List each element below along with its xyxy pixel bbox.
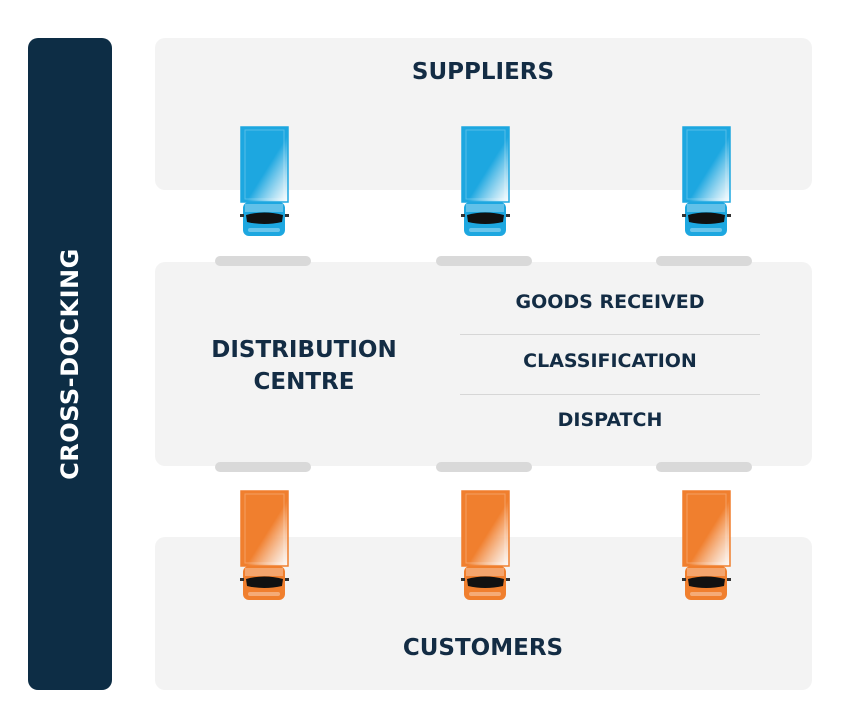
customer-truck-icon	[461, 490, 511, 602]
customer-truck-icon	[240, 490, 290, 602]
cross-docking-label: CROSS-DOCKING	[56, 248, 84, 480]
customers-title: CUSTOMERS	[402, 635, 564, 661]
loading-dock	[656, 462, 752, 472]
cross-docking-banner: CROSS-DOCKING	[28, 38, 112, 690]
suppliers-title: SUPPLIERS	[411, 59, 555, 85]
distribution-title-line2: CENTRE	[253, 369, 355, 395]
supplier-truck-icon	[240, 126, 290, 238]
distribution-centre-title: DISTRIBUTION CENTRE	[211, 334, 396, 398]
loading-dock	[656, 256, 752, 266]
loading-dock	[436, 256, 532, 266]
step-classification: CLASSIFICATION	[523, 350, 697, 372]
loading-dock	[215, 462, 311, 472]
loading-dock	[215, 256, 311, 266]
supplier-truck-icon	[682, 126, 732, 238]
supplier-truck-icon	[461, 126, 511, 238]
step-goods-received: GOODS RECEIVED	[515, 291, 705, 313]
loading-dock	[436, 462, 532, 472]
distribution-centre-panel	[155, 262, 812, 466]
distribution-title-line1: DISTRIBUTION	[211, 337, 397, 363]
divider	[460, 394, 760, 395]
customer-truck-icon	[682, 490, 732, 602]
step-dispatch: DISPATCH	[557, 409, 663, 431]
divider	[460, 334, 760, 335]
